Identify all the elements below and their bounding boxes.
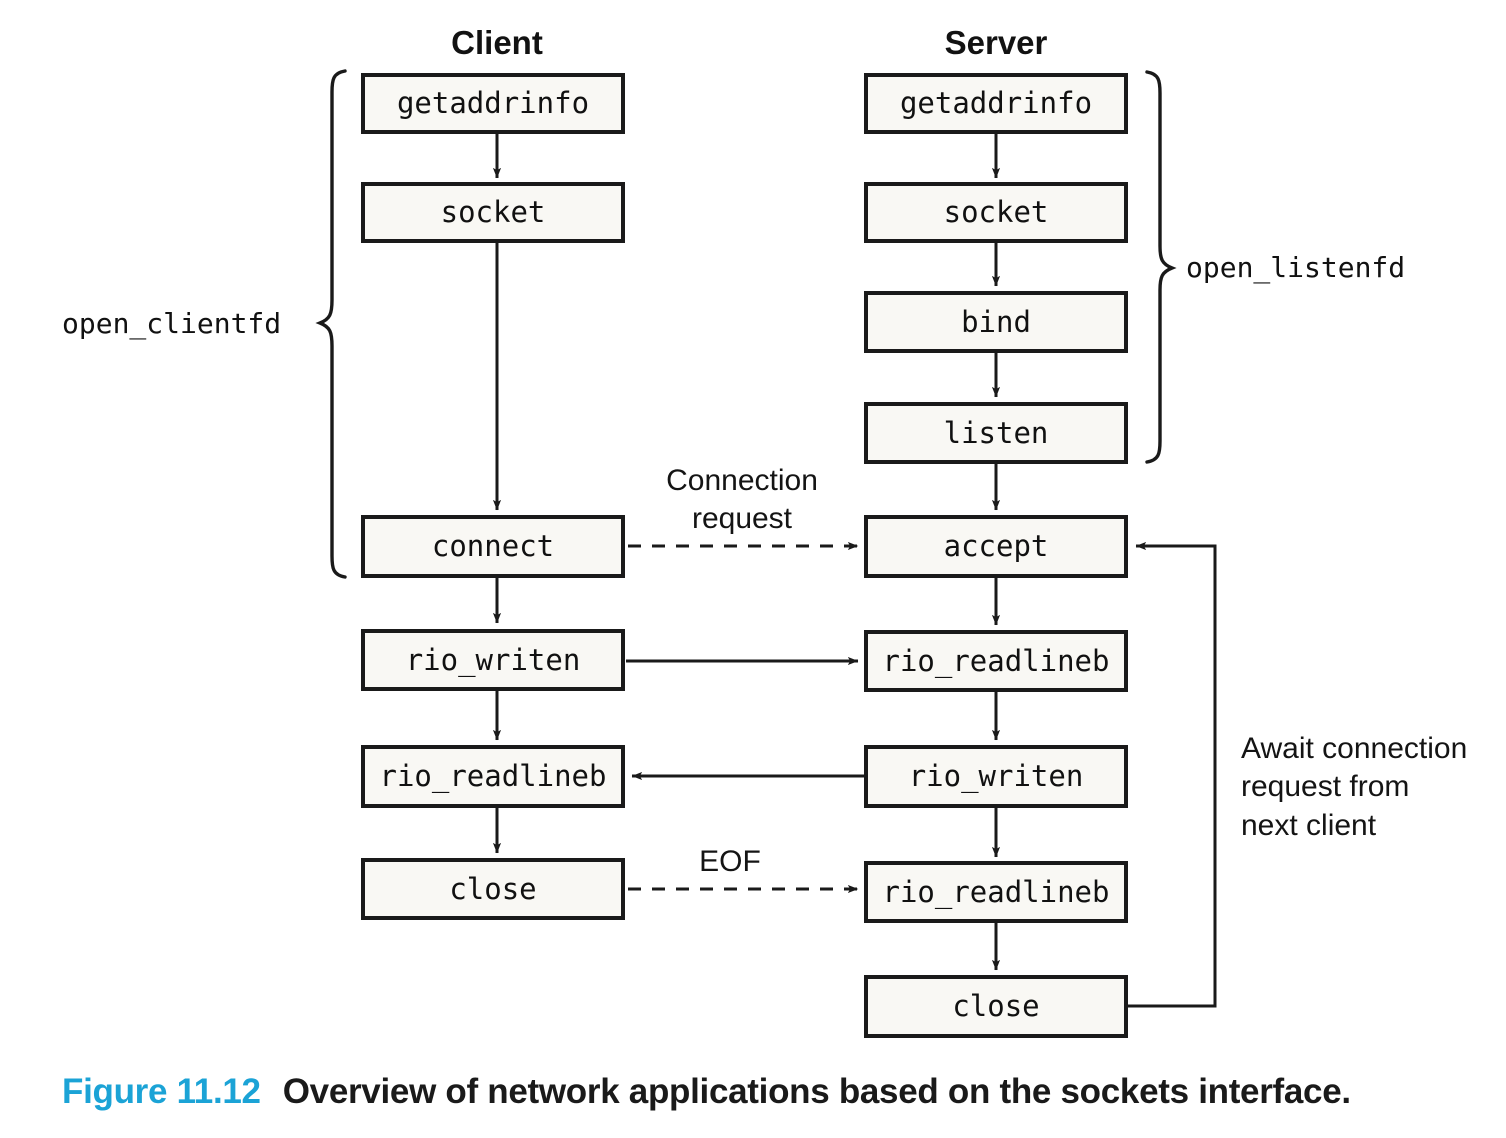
- node-client-connect[interactable]: connect: [361, 515, 625, 578]
- node-client-socket[interactable]: socket: [361, 182, 625, 243]
- column-header-server: Server: [944, 24, 1048, 61]
- figure-number: Figure 11.12: [62, 1072, 261, 1111]
- node-server-accept[interactable]: accept: [864, 515, 1128, 578]
- arrow-loop-close-to-accept: [1128, 541, 1217, 1008]
- column-header-client: Client: [451, 24, 543, 61]
- brace-open-clientfd: [315, 69, 347, 579]
- node-server-getaddrinfo[interactable]: getaddrinfo: [864, 73, 1128, 134]
- node-server-rio-readlineb-1[interactable]: rio_readlineb: [864, 630, 1128, 692]
- label-eof: EOF: [699, 845, 761, 878]
- node-client-getaddrinfo[interactable]: getaddrinfo: [361, 73, 625, 134]
- node-server-bind[interactable]: bind: [864, 291, 1128, 353]
- label-await-connection: Await connection request from next clien…: [1241, 732, 1468, 842]
- node-server-rio-writen[interactable]: rio_writen: [864, 745, 1128, 808]
- node-server-rio-readlineb-2[interactable]: rio_readlineb: [864, 861, 1128, 923]
- node-server-socket[interactable]: socket: [864, 182, 1128, 243]
- label-connection-request: Connection request: [666, 464, 818, 536]
- figure-caption-text: Overview of network applications based o…: [282, 1072, 1351, 1111]
- node-server-listen[interactable]: listen: [864, 402, 1128, 464]
- node-client-rio-writen[interactable]: rio_writen: [361, 629, 625, 691]
- label-open-listenfd: open_listenfd: [1186, 251, 1406, 284]
- brace-open-listenfd: [1145, 70, 1177, 464]
- figure-caption: Figure 11.12 Overview of network applicat…: [62, 1072, 1492, 1112]
- node-client-close[interactable]: close: [361, 858, 625, 920]
- node-client-rio-readlineb[interactable]: rio_readlineb: [361, 745, 625, 808]
- node-server-close[interactable]: close: [864, 975, 1128, 1038]
- label-open-clientfd: open_clientfd: [62, 307, 282, 340]
